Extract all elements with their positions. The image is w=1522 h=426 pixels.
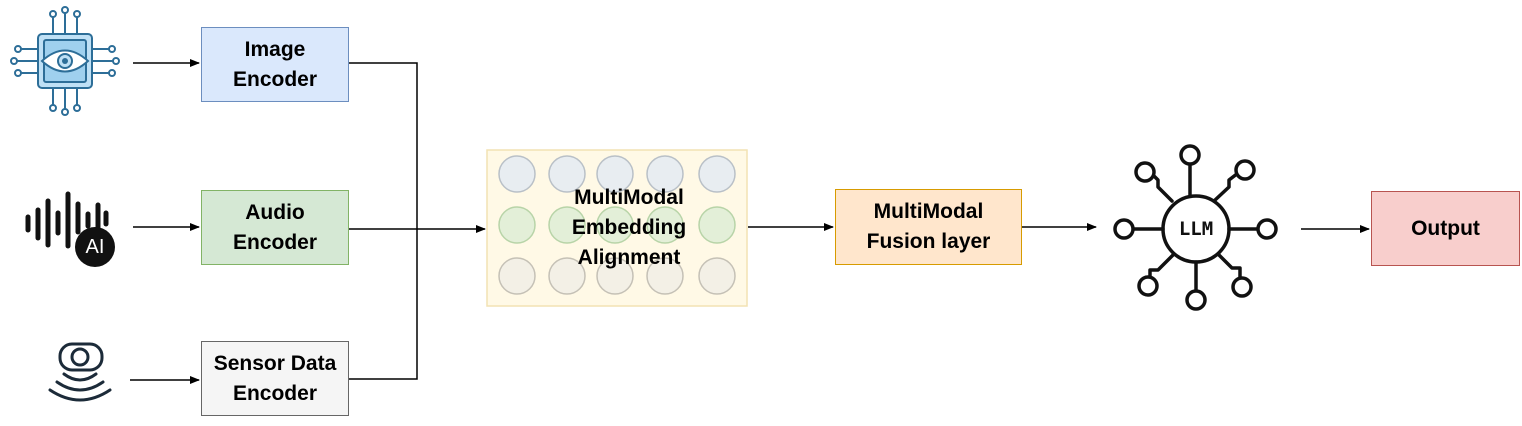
output-label: Output xyxy=(1411,216,1480,240)
alignment-label: MultiModal Embedding Alignment xyxy=(487,150,747,306)
audio-waveform-icon xyxy=(25,191,109,249)
output-box: Output xyxy=(1371,191,1520,266)
sensor-encoder-label-line2: Encoder xyxy=(232,381,317,405)
embedding-node xyxy=(646,155,684,193)
embedding-node xyxy=(498,206,536,244)
llm-label: LLM xyxy=(1178,218,1214,240)
sensor-encoder-box: Sensor Data Encoder xyxy=(201,341,349,416)
fusion-label-line2: Fusion layer xyxy=(866,230,991,253)
line-image-encoder-to-bus xyxy=(349,62,418,229)
alignment-label-line3: Alignment xyxy=(577,246,681,269)
embedding-node xyxy=(498,257,536,295)
audio-encoder-label-line2: Encoder xyxy=(232,230,318,254)
fusion-layer-box: MultiModal Fusion layer xyxy=(835,189,1022,265)
sensor-signal-icon xyxy=(48,342,112,402)
fusion-label-line1: MultiModal xyxy=(873,200,984,223)
embedding-node xyxy=(698,155,736,193)
embedding-node xyxy=(548,257,586,295)
llm-network-icon xyxy=(1113,144,1278,311)
image-encoder-box: Image Encoder xyxy=(201,27,349,102)
line-sensor-encoder-to-bus xyxy=(349,229,418,380)
audio-encoder-label-line1: Audio xyxy=(245,200,305,224)
embedding-node xyxy=(596,155,634,193)
embedding-node xyxy=(548,206,586,244)
ai-badge: AI xyxy=(75,227,115,267)
embedding-alignment-block xyxy=(486,149,748,307)
embedding-node xyxy=(596,206,634,244)
alignment-label-line2: Embedding xyxy=(571,216,687,239)
embedding-node xyxy=(646,257,684,295)
embedding-node xyxy=(698,206,736,244)
embedding-node xyxy=(698,257,736,295)
embedding-node xyxy=(498,155,536,193)
embedding-grid xyxy=(498,155,736,295)
embedding-node xyxy=(646,206,684,244)
sensor-encoder-label-line1: Sensor Data xyxy=(213,351,337,375)
image-encoder-label-line1: Image xyxy=(244,37,306,61)
embedding-node xyxy=(596,257,634,295)
embedding-node xyxy=(548,155,586,193)
connector-lines xyxy=(130,59,1370,384)
alignment-label-line1: MultiModal xyxy=(574,186,684,209)
vision-chip-icon xyxy=(10,6,120,116)
image-encoder-label-line2: Encoder xyxy=(232,67,318,91)
audio-encoder-box: Audio Encoder xyxy=(201,190,349,265)
